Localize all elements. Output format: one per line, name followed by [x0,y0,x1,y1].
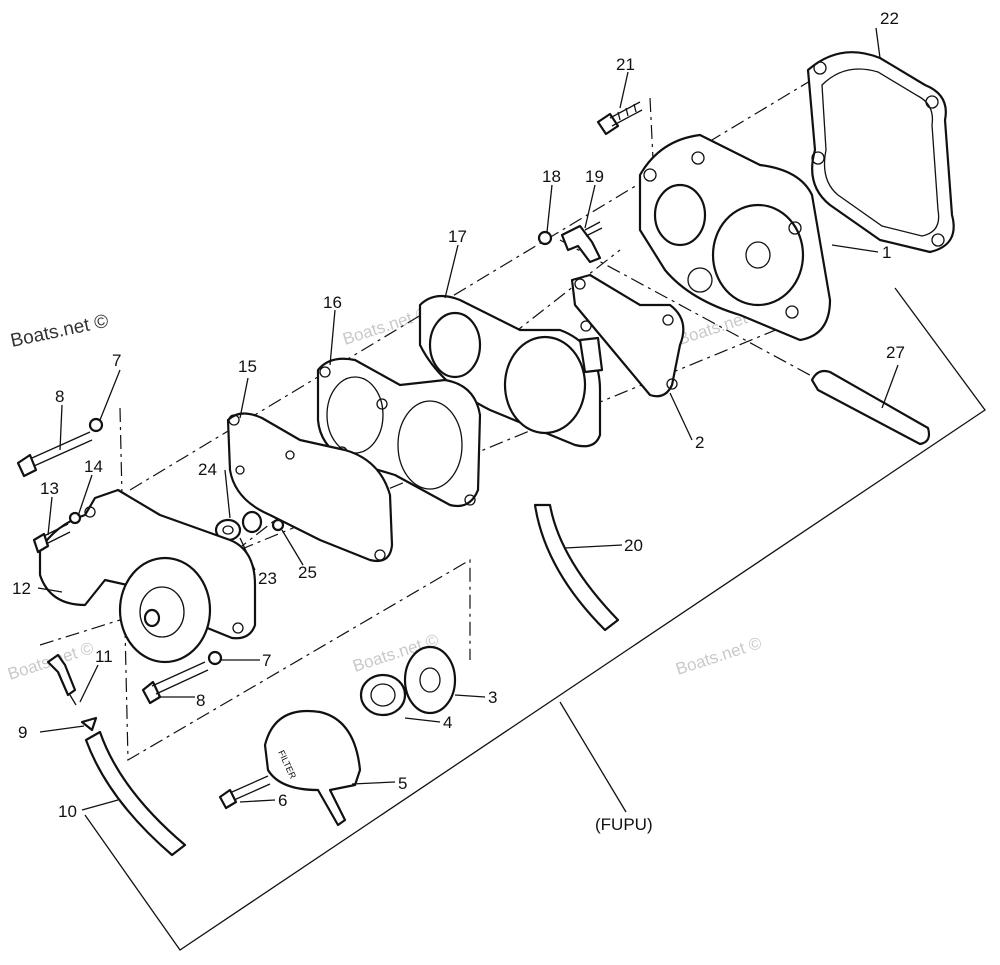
screw-6 [218,775,271,810]
callout-labels: 22 1 21 18 19 17 16 15 7 8 14 13 12 24 2… [12,9,905,834]
callout-27: 27 [886,343,905,362]
washer-7-lower [207,650,223,666]
callout-13: 13 [40,479,59,498]
gasket-2 [570,273,685,398]
callout-16: 16 [323,293,342,312]
nut-18 [537,230,553,246]
callout-1: 1 [882,243,891,262]
gasket-4 [359,673,407,717]
callout-23: 23 [258,569,277,588]
filter-cover-5: FILTER [263,709,362,827]
hose-10 [84,730,187,857]
callout-8-upper: 8 [55,387,64,406]
callout-18: 18 [542,167,561,186]
callout-10: 10 [58,802,77,821]
nut-24 [241,510,263,534]
callout-8-lower: 8 [196,691,205,710]
screw-8-upper [16,431,93,478]
callout-3: 3 [488,688,497,707]
callout-17: 17 [448,227,467,246]
clamp-9 [80,716,98,732]
pump-housing-12 [38,488,257,664]
callout-25: 25 [298,563,317,582]
callout-7-lower: 7 [262,651,271,670]
callout-14: 14 [84,457,103,476]
callout-15: 15 [238,357,257,376]
pin-25 [271,518,285,532]
callout-6: 6 [278,791,287,810]
gasket-22 [806,51,955,254]
hose-20 [533,503,620,632]
callout-12: 12 [12,579,31,598]
fitting-11 [46,653,77,706]
callout-21: 21 [616,55,635,74]
elbow-fitting-19 [560,221,603,264]
callout-19: 19 [585,167,604,186]
assembly-label: (FUPU) [595,815,653,834]
pump-body-17 [418,294,604,448]
watermark-main: Boats.net © [9,311,111,352]
valve-plate-3 [403,645,457,715]
callout-11: 11 [95,647,113,666]
pump-base-1 [638,133,832,342]
diaphragm-15 [226,412,394,563]
callout-20: 20 [624,536,643,555]
washer-7-upper [88,417,104,433]
callout-5: 5 [398,774,407,793]
watermark-faint: Boats.net © [673,633,764,679]
callout-22: 22 [880,9,899,28]
watermark-faint: Boats.net © [340,303,431,349]
callout-4: 4 [443,713,452,732]
callout-2: 2 [695,433,704,452]
callout-7-upper: 7 [112,351,121,370]
callout-24: 24 [198,460,217,479]
callout-9: 9 [18,723,27,742]
leader-lines [37,27,899,813]
pin-27 [810,369,931,446]
bolt-21 [596,101,643,136]
assembly-bracket [84,287,986,951]
